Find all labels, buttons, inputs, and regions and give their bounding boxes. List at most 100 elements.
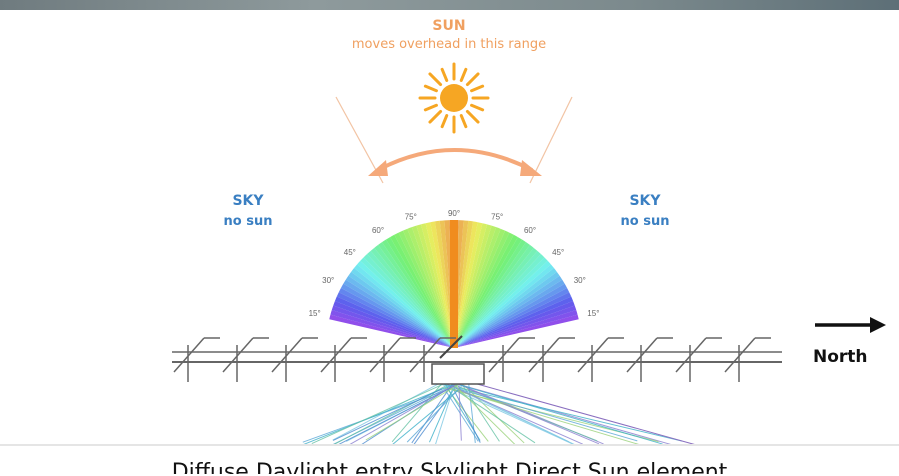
truss-diagonal bbox=[577, 337, 609, 373]
truss-diagonal bbox=[488, 337, 520, 373]
fan-wedge bbox=[454, 234, 518, 348]
fan-wedge bbox=[336, 292, 454, 348]
sun-subtitle: moves overhead in this range bbox=[351, 37, 547, 52]
fan-wedge bbox=[454, 225, 497, 348]
angle-label-right: 30° bbox=[574, 276, 586, 285]
truss-diagonal bbox=[528, 337, 560, 373]
fan-wedge bbox=[345, 275, 454, 348]
truss-diagonal bbox=[320, 337, 352, 373]
light-ray bbox=[444, 389, 479, 442]
sun-ray bbox=[470, 103, 485, 112]
daylight-angle-fan bbox=[329, 220, 579, 348]
fan-wedge bbox=[390, 234, 454, 348]
sun-title: SUN bbox=[432, 18, 466, 34]
north-arrow-icon bbox=[870, 317, 886, 333]
sun-ray bbox=[428, 72, 443, 87]
fan-wedge bbox=[331, 305, 454, 348]
sun-range-arrow-left-head bbox=[368, 160, 388, 176]
light-ray bbox=[452, 388, 481, 443]
angle-label-right: 75° bbox=[491, 213, 503, 222]
sun-icon bbox=[418, 62, 490, 134]
light-ray bbox=[406, 386, 462, 443]
light-ray bbox=[440, 381, 584, 445]
light-ray bbox=[445, 380, 676, 447]
light-ray bbox=[332, 388, 443, 441]
angle-label-left: 45° bbox=[344, 248, 356, 257]
sun-ray bbox=[465, 109, 480, 124]
fan-wedge bbox=[351, 268, 454, 348]
fan-wedge bbox=[411, 225, 454, 348]
fan-wedge bbox=[367, 250, 454, 348]
fan-wedge bbox=[363, 254, 454, 348]
truss-diagonal bbox=[173, 337, 205, 373]
fan-wedge bbox=[407, 227, 454, 348]
sawtooth-roof bbox=[172, 335, 782, 385]
light-ray bbox=[452, 383, 517, 446]
fan-wedge bbox=[454, 227, 501, 348]
sun-ray bbox=[470, 84, 485, 93]
light-ray bbox=[443, 383, 683, 442]
angle-label-right: 60° bbox=[524, 226, 536, 235]
fan-wedge bbox=[454, 264, 554, 348]
fan-wedge bbox=[454, 254, 545, 348]
fan-wedge bbox=[454, 287, 570, 348]
fan-wedge bbox=[454, 271, 560, 348]
sun-ray bbox=[459, 67, 468, 82]
sun-ray bbox=[440, 67, 449, 82]
light-ray bbox=[455, 387, 638, 442]
fan-wedge bbox=[454, 224, 492, 348]
fan-wedge bbox=[416, 224, 454, 348]
truss-diagonal bbox=[675, 337, 707, 373]
fan-wedge bbox=[329, 314, 454, 348]
light-ray bbox=[365, 380, 464, 441]
angle-label-right: 45° bbox=[552, 248, 564, 257]
fan-wedge bbox=[382, 239, 454, 348]
light-ray bbox=[459, 384, 663, 445]
north-label: North bbox=[813, 347, 868, 367]
sun-ray bbox=[459, 114, 468, 129]
truss-diagonal bbox=[626, 337, 658, 373]
angle-label-right: 15° bbox=[587, 309, 599, 318]
fan-wedge bbox=[454, 292, 572, 348]
truss-diagonal bbox=[222, 337, 254, 373]
angle-label-left: 30° bbox=[322, 276, 334, 285]
truss-diagonal bbox=[409, 337, 441, 373]
fan-wedge bbox=[378, 242, 454, 348]
fan-wedge bbox=[454, 230, 510, 348]
fan-wedge bbox=[454, 232, 514, 348]
fan-wedge bbox=[334, 296, 454, 348]
fan-wedge bbox=[343, 279, 454, 348]
caption-bar: Diffuse Daylight entry Skylight Direct S… bbox=[0, 444, 899, 474]
top-photo-strip bbox=[0, 0, 899, 10]
fan-wedge bbox=[454, 250, 541, 348]
sun-ray bbox=[465, 72, 480, 87]
sun-ray bbox=[423, 84, 438, 93]
fan-wedge bbox=[454, 257, 548, 348]
fan-wedge bbox=[333, 300, 454, 348]
caption-text: Diffuse Daylight entry Skylight Direct S… bbox=[171, 460, 728, 474]
angle-labels: 15°30°45°60°75°75°60°45°30°15°90° bbox=[309, 209, 600, 318]
fan-wedge bbox=[340, 283, 454, 348]
fan-wedge bbox=[402, 228, 454, 348]
fan-wedge bbox=[454, 239, 526, 348]
sky-right-subtitle: no sun bbox=[620, 214, 670, 229]
fan-wedge bbox=[454, 296, 574, 348]
fan-wedge bbox=[454, 221, 478, 348]
fan-wedge bbox=[454, 247, 538, 348]
fan-wedge bbox=[454, 268, 557, 348]
sun-ray bbox=[423, 103, 438, 112]
skylight-glazing bbox=[439, 335, 463, 359]
fan-wedge bbox=[454, 222, 483, 348]
fan-wedge bbox=[454, 314, 579, 348]
fan-wedge bbox=[370, 247, 454, 348]
fan-wedge bbox=[454, 260, 551, 348]
sun-range-right-line bbox=[529, 96, 573, 184]
skylight-well bbox=[431, 363, 485, 385]
fan-wedge bbox=[354, 264, 454, 348]
fan-wedge bbox=[360, 257, 454, 348]
fan-wedge bbox=[454, 244, 534, 348]
truss-diagonal bbox=[369, 337, 401, 373]
fan-wedge bbox=[454, 279, 565, 348]
sun-range-arrow-right-head bbox=[520, 160, 542, 176]
fan-wedge bbox=[454, 242, 530, 348]
